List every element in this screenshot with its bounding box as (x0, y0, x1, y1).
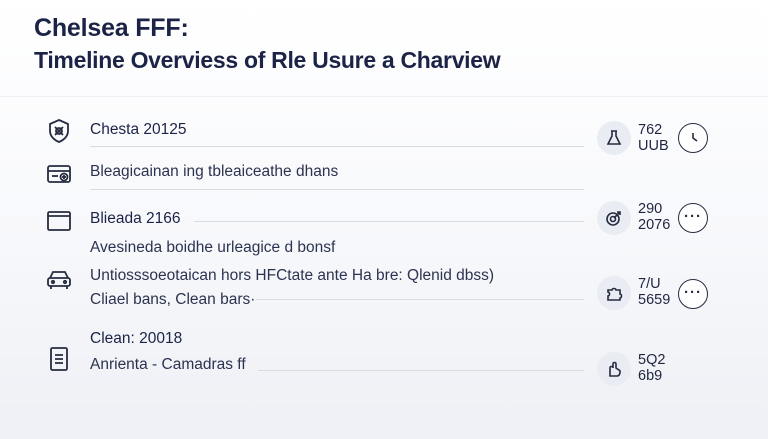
value-secondary: 5659 (638, 292, 671, 308)
value-primary: 5Q2 (638, 352, 666, 368)
more-icon[interactable]: ··· (678, 203, 708, 233)
hand-icon (597, 352, 631, 386)
document-icon (44, 344, 74, 374)
value-primary: 290 (638, 201, 663, 217)
row-subtext: Cliael bans, Clean bars· (90, 291, 256, 308)
clock-icon[interactable] (678, 123, 708, 153)
target-icon (597, 201, 631, 235)
value-primary: 762 (638, 122, 663, 138)
more-icon[interactable]: ··· (678, 279, 708, 309)
window-plus-icon (44, 159, 74, 189)
row-title: Blieada 2166 (90, 210, 181, 227)
value-primary: 7/U (638, 276, 661, 292)
row-description: Untiosssoeotaican hors HFCtate ante Ha b… (90, 267, 495, 284)
row-divider (258, 370, 584, 371)
header-divider (0, 96, 768, 97)
row-title: Chesta 20125 (90, 121, 187, 138)
folder-icon (44, 205, 74, 235)
crest-icon (44, 116, 74, 146)
row-divider (194, 221, 584, 222)
row-title: Clean: 20018 (90, 330, 183, 347)
row-divider (90, 146, 584, 147)
flask-icon (597, 121, 631, 155)
page-title: Chelsea FFF: (34, 14, 189, 42)
row-description: Bleagicainan ing tbleaiceathe dhans (90, 163, 339, 180)
value-secondary: 6b9 (638, 368, 663, 384)
value-secondary: 2076 (638, 217, 671, 233)
puzzle-icon (597, 276, 631, 310)
car-icon (44, 264, 74, 294)
value-secondary: UUB (638, 138, 669, 154)
row-divider (90, 189, 584, 190)
row-description: Anrienta - Camadras ff (90, 356, 246, 373)
page-subtitle: Timeline Overviess of Rle Usure a Charvi… (34, 47, 501, 73)
row-divider (256, 299, 584, 300)
row-description: Avesineda boidhe urleagice d bonsf (90, 239, 336, 256)
